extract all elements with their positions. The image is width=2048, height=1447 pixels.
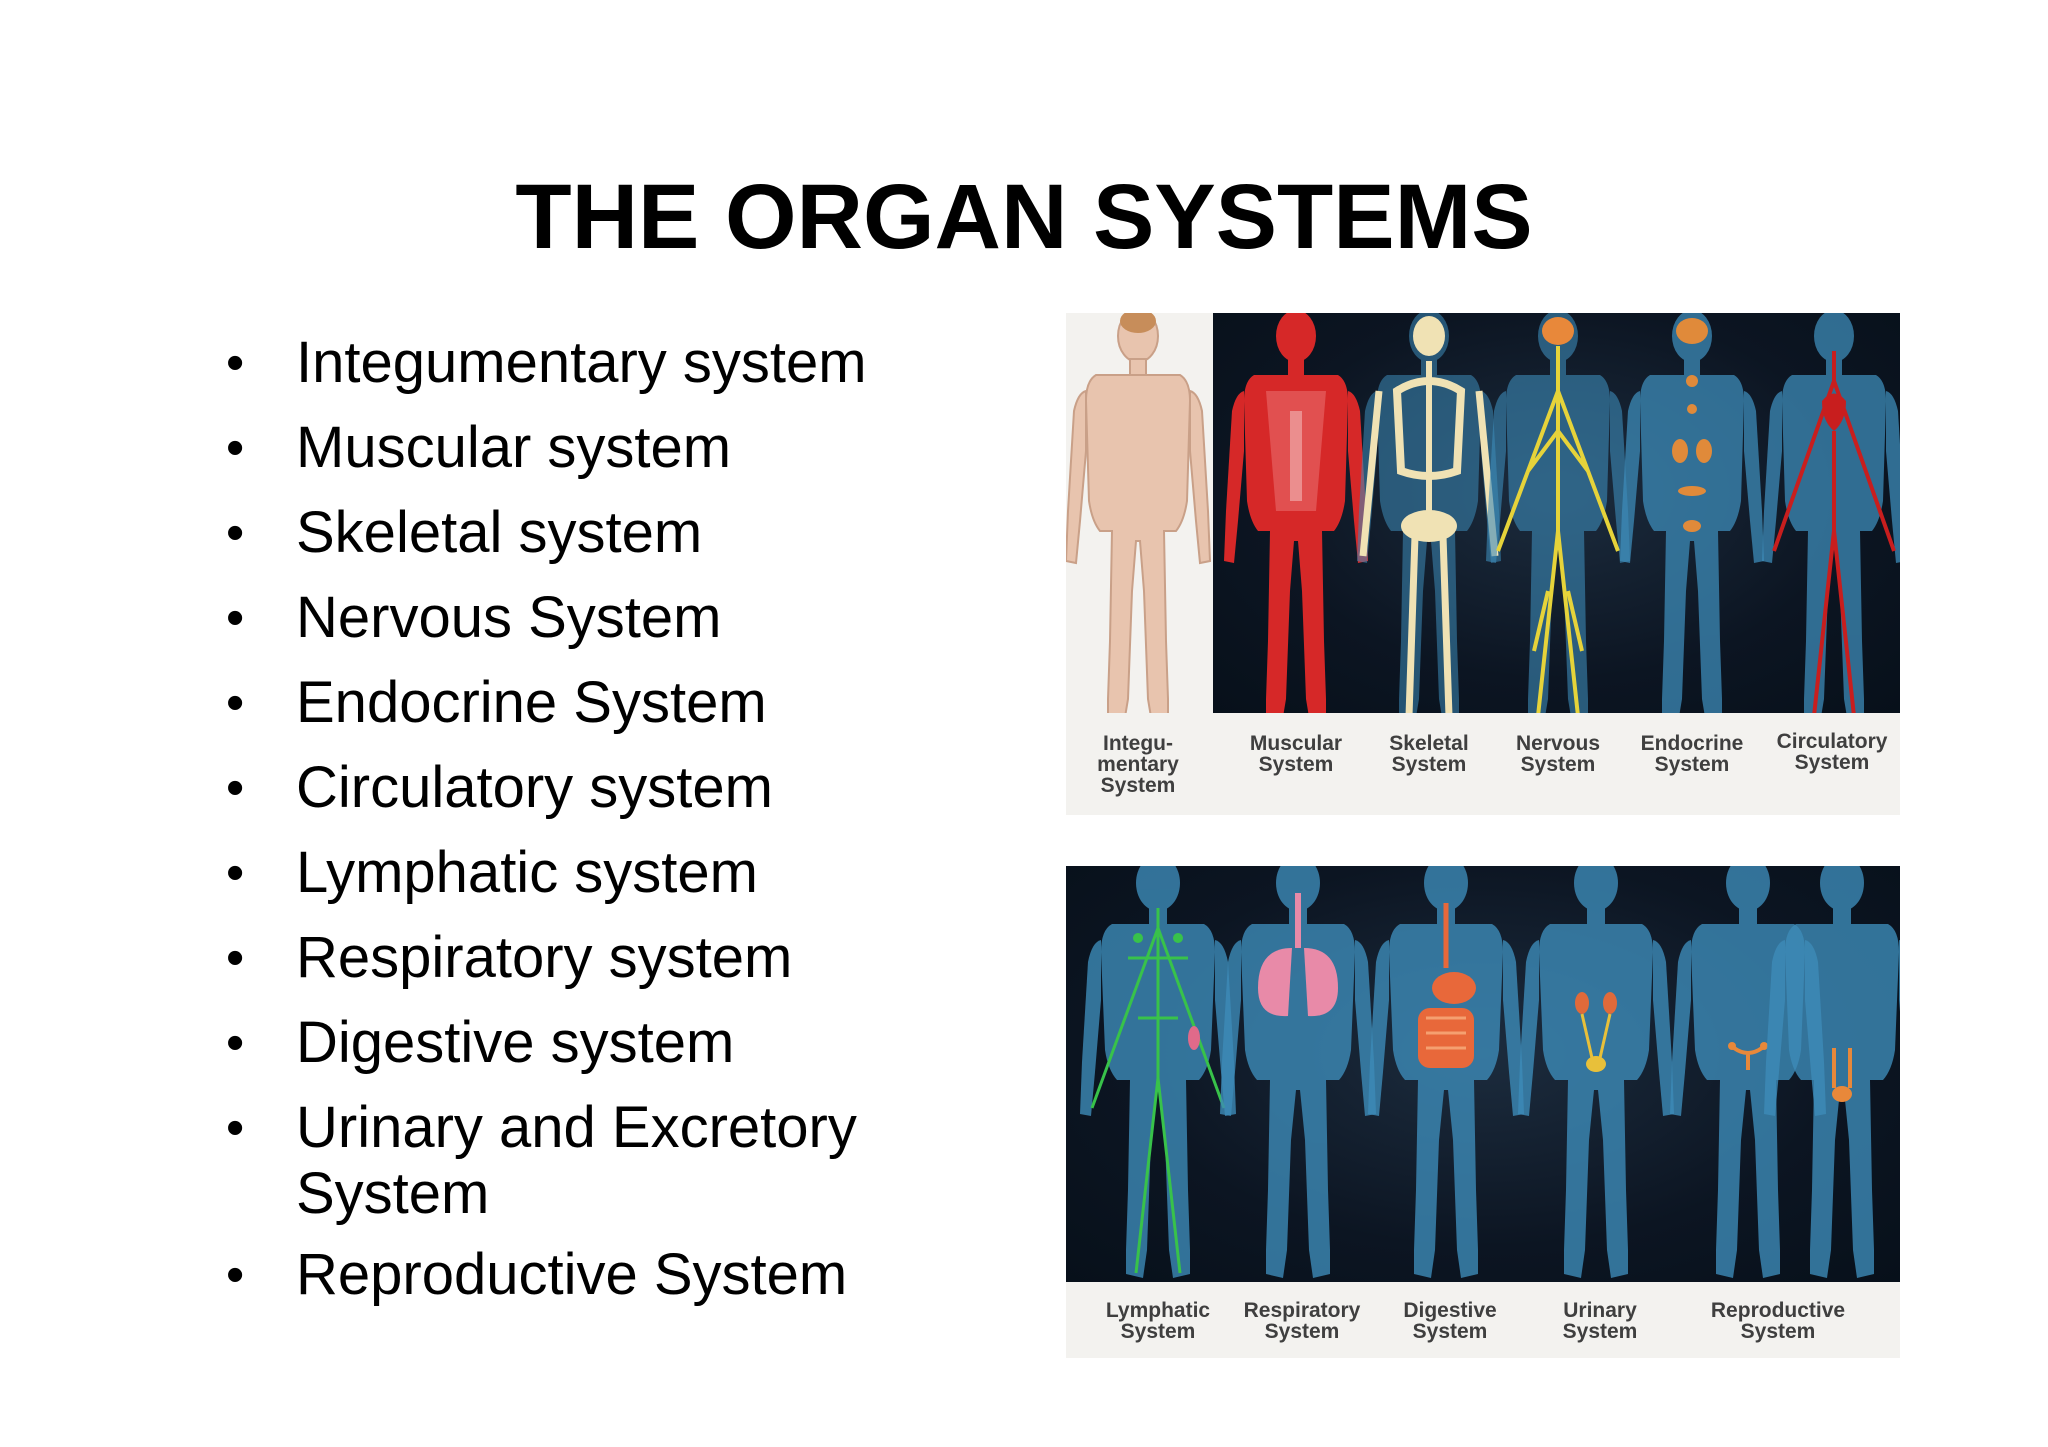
label-muscular: Muscular System (1249, 732, 1343, 776)
label-endocrine: Endocrine System (1640, 732, 1744, 776)
bullet-icon: • (226, 419, 245, 477)
list-item: •Urinary and Excretory System (226, 1095, 857, 1226)
label-urinary: Urinary System (1562, 1299, 1638, 1343)
figure-top-illustration (1066, 313, 1900, 713)
bullet-icon: • (226, 504, 245, 562)
figure-bottom-illustration (1080, 866, 1900, 1278)
nervous-figure (1486, 313, 1630, 713)
list-item: •Reproductive System (226, 1242, 848, 1307)
list-item: •Digestive system (226, 1010, 735, 1075)
urinary-figure (1518, 866, 1674, 1278)
organ-systems-figure-top: Integu- mentary System Muscular System S… (1066, 313, 1900, 815)
bullet-icon: • (226, 1014, 245, 1072)
reproductive-male-figure (1764, 866, 1900, 1278)
slide-title: THE ORGAN SYSTEMS (515, 166, 1533, 268)
skeletal-figure (1357, 313, 1501, 713)
list-item: •Integumentary system (226, 330, 867, 395)
integumentary-figure (1066, 313, 1211, 713)
label-circulatory: Circulatory System (1776, 730, 1888, 774)
bullet-icon: • (226, 844, 245, 902)
bullet-icon: • (226, 334, 245, 392)
muscular-figure (1224, 313, 1368, 713)
bullet-icon: • (226, 759, 245, 817)
lymphatic-figure (1080, 866, 1236, 1278)
circulatory-figure (1762, 313, 1900, 713)
bullet-icon: • (226, 929, 245, 987)
list-item: •Muscular system (226, 415, 732, 480)
reproductive-female-figure (1670, 866, 1826, 1278)
organ-systems-figure-bottom: Lymphatic System Respiratory System Dige… (1066, 866, 1900, 1358)
bullet-icon: • (226, 674, 245, 732)
respiratory-figure (1220, 866, 1376, 1278)
label-digestive: Digestive System (1403, 1299, 1497, 1343)
bullet-icon: • (226, 1246, 245, 1304)
list-item: •Skeletal system (226, 500, 703, 565)
list-item: •Circulatory system (226, 755, 773, 820)
label-respiratory: Respiratory System (1243, 1299, 1361, 1343)
list-item: •Lymphatic system (226, 840, 758, 905)
list-item: •Endocrine System (226, 670, 767, 735)
label-nervous: Nervous System (1515, 732, 1601, 776)
list-item: •Nervous System (226, 585, 722, 650)
bullet-icon: • (226, 1099, 245, 1157)
endocrine-figure (1620, 313, 1764, 713)
list-item: •Respiratory system (226, 925, 793, 990)
bullet-icon: • (226, 589, 245, 647)
label-skeletal: Skeletal System (1389, 732, 1469, 776)
label-lymphatic: Lymphatic System (1105, 1299, 1211, 1343)
label-reproductive: Reproductive System (1710, 1299, 1846, 1343)
digestive-figure (1368, 866, 1524, 1278)
organ-system-list: •Integumentary system •Muscular system •… (222, 330, 1002, 1327)
label-integumentary: Integu- mentary System (1097, 732, 1179, 797)
